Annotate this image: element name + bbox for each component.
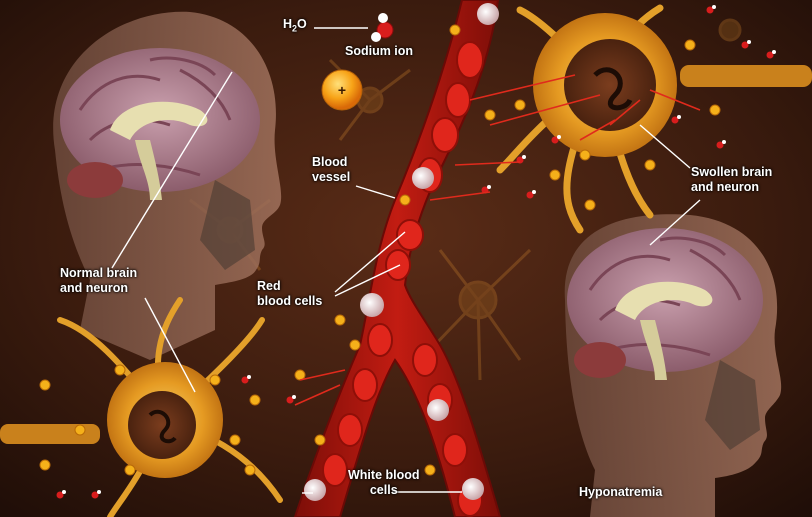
red-blood-cells-label: Red blood cells [257, 279, 322, 309]
swollen-axon [680, 65, 812, 87]
normal-axon [0, 424, 100, 444]
blood-vessel-line2: vessel [312, 170, 350, 185]
normal-line1: Normal brain [60, 266, 137, 281]
swollen-brain-label: Swollen brain and neuron [691, 165, 772, 195]
swollen-line1: Swollen brain [691, 165, 772, 180]
red-cells-line1: Red [257, 279, 322, 294]
white-blood-cells-label: White blood cells [348, 468, 420, 498]
sodium-ion-label: Sodium ion [345, 44, 413, 59]
blood-vessel-label: Blood vessel [312, 155, 350, 185]
swollen-line2: and neuron [691, 180, 772, 195]
hyponatremia-label: Hyponatremia [579, 485, 662, 500]
white-cells-line1: White blood [348, 468, 420, 483]
water-label: H2O [283, 17, 307, 37]
white-cells-line2: cells [348, 483, 420, 498]
normal-cerebellum [67, 162, 123, 198]
normal-brain-label: Normal brain and neuron [60, 266, 137, 296]
red-cells-line2: blood cells [257, 294, 322, 309]
normal-line2: and neuron [60, 281, 137, 296]
sodium-ion-symbol: + [338, 82, 346, 98]
blood-vessel-line1: Blood [312, 155, 350, 170]
